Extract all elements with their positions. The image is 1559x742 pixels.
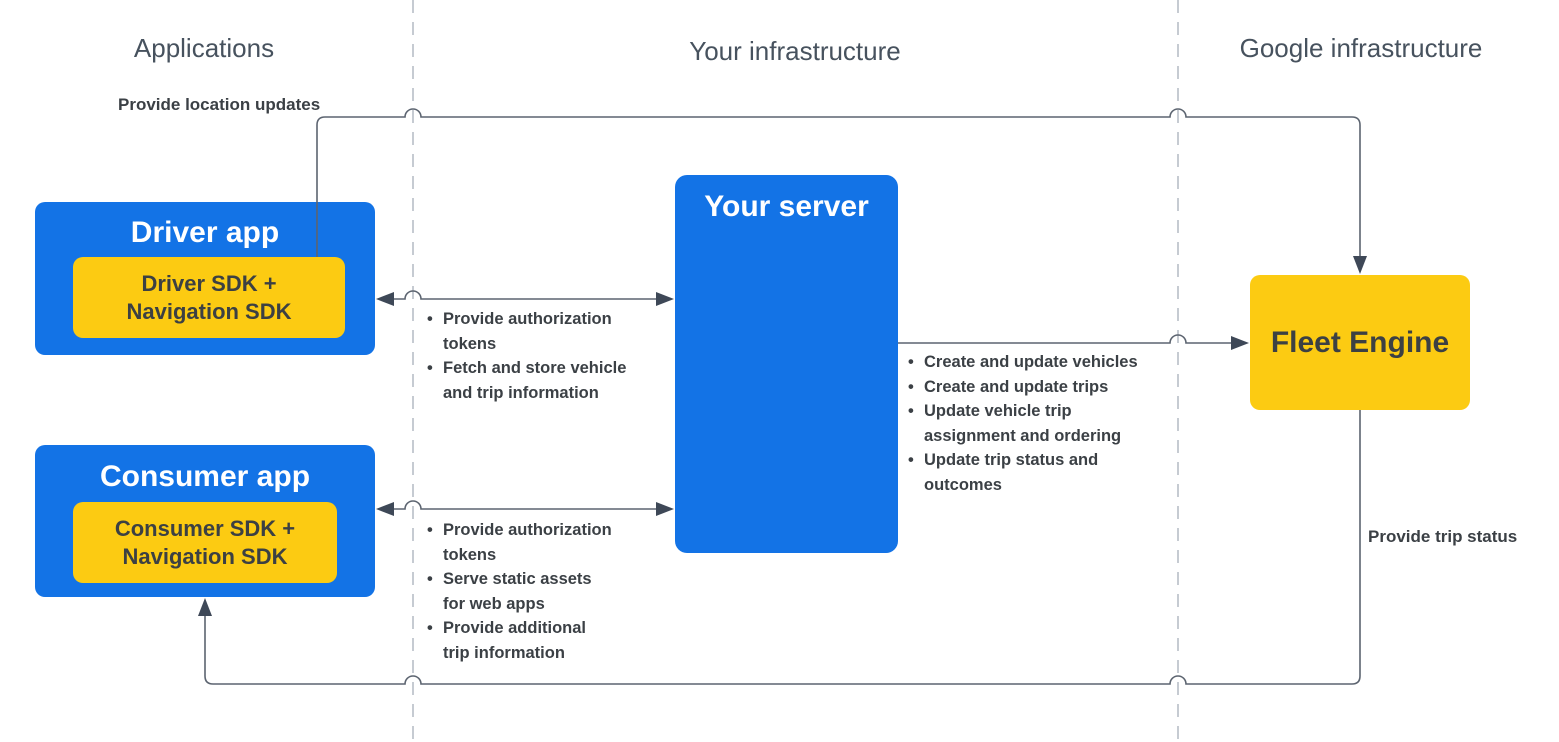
edge-server-fleet (898, 334, 1249, 350)
list-item: • Provide additional trip information (427, 616, 612, 665)
edge-driver-server (376, 290, 674, 306)
your-server-node: Your server (675, 175, 898, 553)
driver-server-bullet-list: • Provide authorization tokens • Fetch a… (427, 307, 626, 405)
bullet-icon: • (908, 377, 914, 396)
bullet-icon: • (427, 521, 433, 539)
arrowhead-right-your-server-top (656, 292, 674, 306)
edge-consumer-server (376, 500, 674, 516)
lane-header-your-infrastructure: Your infrastructure (689, 36, 901, 66)
consumer-server-bullet-list: • Provide authorization tokens • Serve s… (427, 518, 612, 665)
driver-sdk-box: Driver SDK + Navigation SDK (73, 257, 345, 338)
list-item: • Create and update trips (908, 375, 1138, 400)
your-server-title: Your server (704, 190, 869, 223)
list-item: • Provide authorization tokens (427, 307, 626, 356)
arrowhead-left-driver-app (376, 292, 394, 306)
consumer-app-title: Consumer app (99, 460, 311, 493)
arrowhead-up-consumer-app-bottom (198, 598, 212, 616)
driver-app-title: Driver app (130, 216, 280, 249)
list-item: • Provide authorization tokens (427, 518, 612, 567)
arrowhead-right-your-server-bottom (656, 502, 674, 516)
bullet-icon: • (908, 451, 914, 469)
label-provide-location-updates: Provide location updates (118, 95, 321, 114)
label-provide-trip-status: Provide trip status (1368, 527, 1518, 546)
list-item: • Create and update vehicles (908, 350, 1138, 375)
list-item: • Update trip status and outcomes (908, 448, 1138, 497)
fleet-engine-node: Fleet Engine (1250, 275, 1470, 410)
bullet-icon: • (427, 359, 433, 377)
bullet-icon: • (427, 570, 433, 588)
bullet-icon: • (427, 310, 433, 328)
consumer-app-node: Consumer app Consumer SDK + Navigation S… (35, 445, 375, 597)
list-item: • Serve static assets for web apps (427, 567, 612, 616)
lane-header-applications: Applications (133, 33, 275, 63)
list-item: • Update vehicle trip assignment and ord… (908, 399, 1138, 448)
server-fleet-bullet-list: • Create and update vehicles • Create an… (908, 350, 1138, 497)
bullet-icon: • (427, 619, 433, 637)
lane-header-google-infrastructure: Google infrastructure (1239, 33, 1483, 63)
list-item: • Fetch and store vehicle and trip infor… (427, 356, 626, 405)
arrowhead-right-fleet-engine-left (1231, 336, 1249, 350)
bullet-icon: • (908, 353, 914, 371)
bullet-icon: • (908, 402, 914, 420)
consumer-sdk-box: Consumer SDK + Navigation SDK (73, 502, 337, 583)
arrowhead-down-fleet-engine-top (1353, 256, 1367, 274)
arrowhead-left-consumer-app (376, 502, 394, 516)
fleet-engine-title: Fleet Engine (1270, 325, 1450, 359)
driver-app-node: Driver app Driver SDK + Navigation SDK (35, 202, 375, 355)
